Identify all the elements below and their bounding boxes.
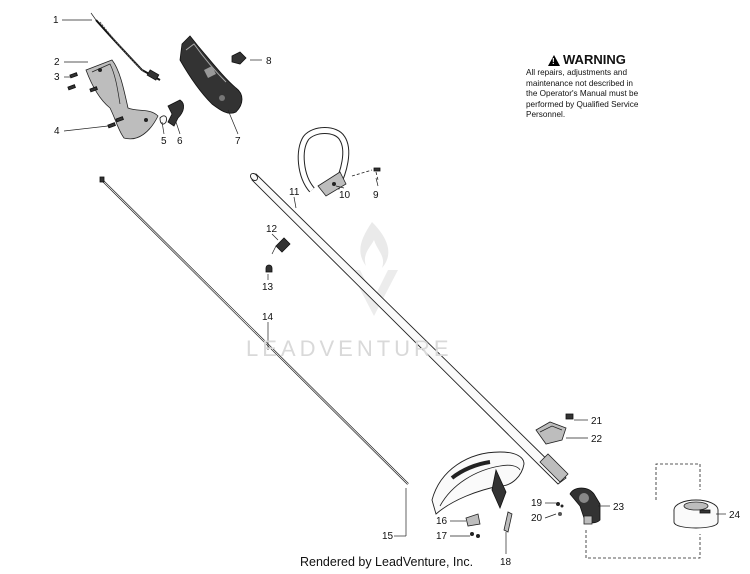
callout-7: 7 [235,136,241,147]
part-4-screw [107,116,124,129]
callout-1: 1 [53,15,59,26]
part-10-loop-handle [297,127,350,197]
part-18-blade [503,511,513,533]
part-20-washer [558,512,562,516]
callout-18: 18 [500,557,512,568]
part-17-screws [470,532,480,538]
callout-15: 15 [382,531,394,542]
part-8-switch [231,51,247,65]
part-12-clamp [271,237,291,255]
warning-text: All repairs, adjustments and maintenance… [526,68,666,121]
callout-23: 23 [613,502,625,513]
callout-8: 8 [266,56,272,67]
part-5-trigger-spring [159,115,167,125]
connector-dashed [585,530,701,559]
part-24-trimmer-head [673,499,719,529]
part-19-screw [556,502,564,508]
callout-21: 21 [591,416,603,427]
warning-title-text: WARNING [563,52,626,67]
callout-16: 16 [436,516,448,527]
callout-6: 6 [177,136,183,147]
warning-triangle-icon: ! [548,54,560,66]
watermark-text: LEADVENTURE [246,336,453,361]
callout-11: 11 [289,187,300,198]
watermark-logo-icon [350,222,398,316]
callout-14: 14 [262,312,274,323]
part-14-flex-shaft [99,176,409,485]
connector-dashed [655,463,701,500]
warning-line: the Operator's Manual must be [526,89,639,98]
part-13-knob [265,264,273,273]
part-16-bracket [465,513,481,527]
part-2-handle-housing [85,59,159,140]
callout-17: 17 [436,531,448,542]
warning-line: performed by Qualified Service [526,99,639,109]
callout-3: 3 [54,72,60,83]
part-15-guard [431,451,525,515]
part-23-gear-head [569,487,601,525]
callout-numbers: 1 2 3 4 5 6 7 8 9 10 11 12 13 14 15 16 1… [53,15,741,568]
part-11-shaft-tube [250,173,569,485]
part-6-trigger [167,99,184,127]
warning-notice: ! WARNING All repairs, adjustments and m… [526,53,666,121]
leader-lines [62,19,726,554]
callout-5: 5 [161,136,167,147]
warning-line: All repairs, adjustments and [526,68,628,77]
callout-20: 20 [531,513,543,524]
part-7-handle-housing [179,35,243,114]
part-21-screw [565,413,574,420]
warning-line: maintenance not described in [526,78,633,88]
part-3-screws [67,72,98,93]
callout-12: 12 [266,224,278,235]
callout-2: 2 [54,57,60,68]
callout-9: 9 [373,190,379,201]
callout-10: 10 [339,190,351,201]
callout-22: 22 [591,434,603,445]
callout-13: 13 [262,282,274,293]
part-1-throttle-cable [90,12,161,81]
warning-title: ! WARNING [548,53,666,67]
callout-24: 24 [729,510,741,521]
callout-4: 4 [54,126,60,137]
warning-line: Personnel. [526,110,566,119]
footer-credit: Rendered by LeadVenture, Inc. [300,555,474,569]
part-22-shaft-support [535,421,567,445]
part-9-screw [351,167,381,181]
callout-19: 19 [531,498,543,509]
